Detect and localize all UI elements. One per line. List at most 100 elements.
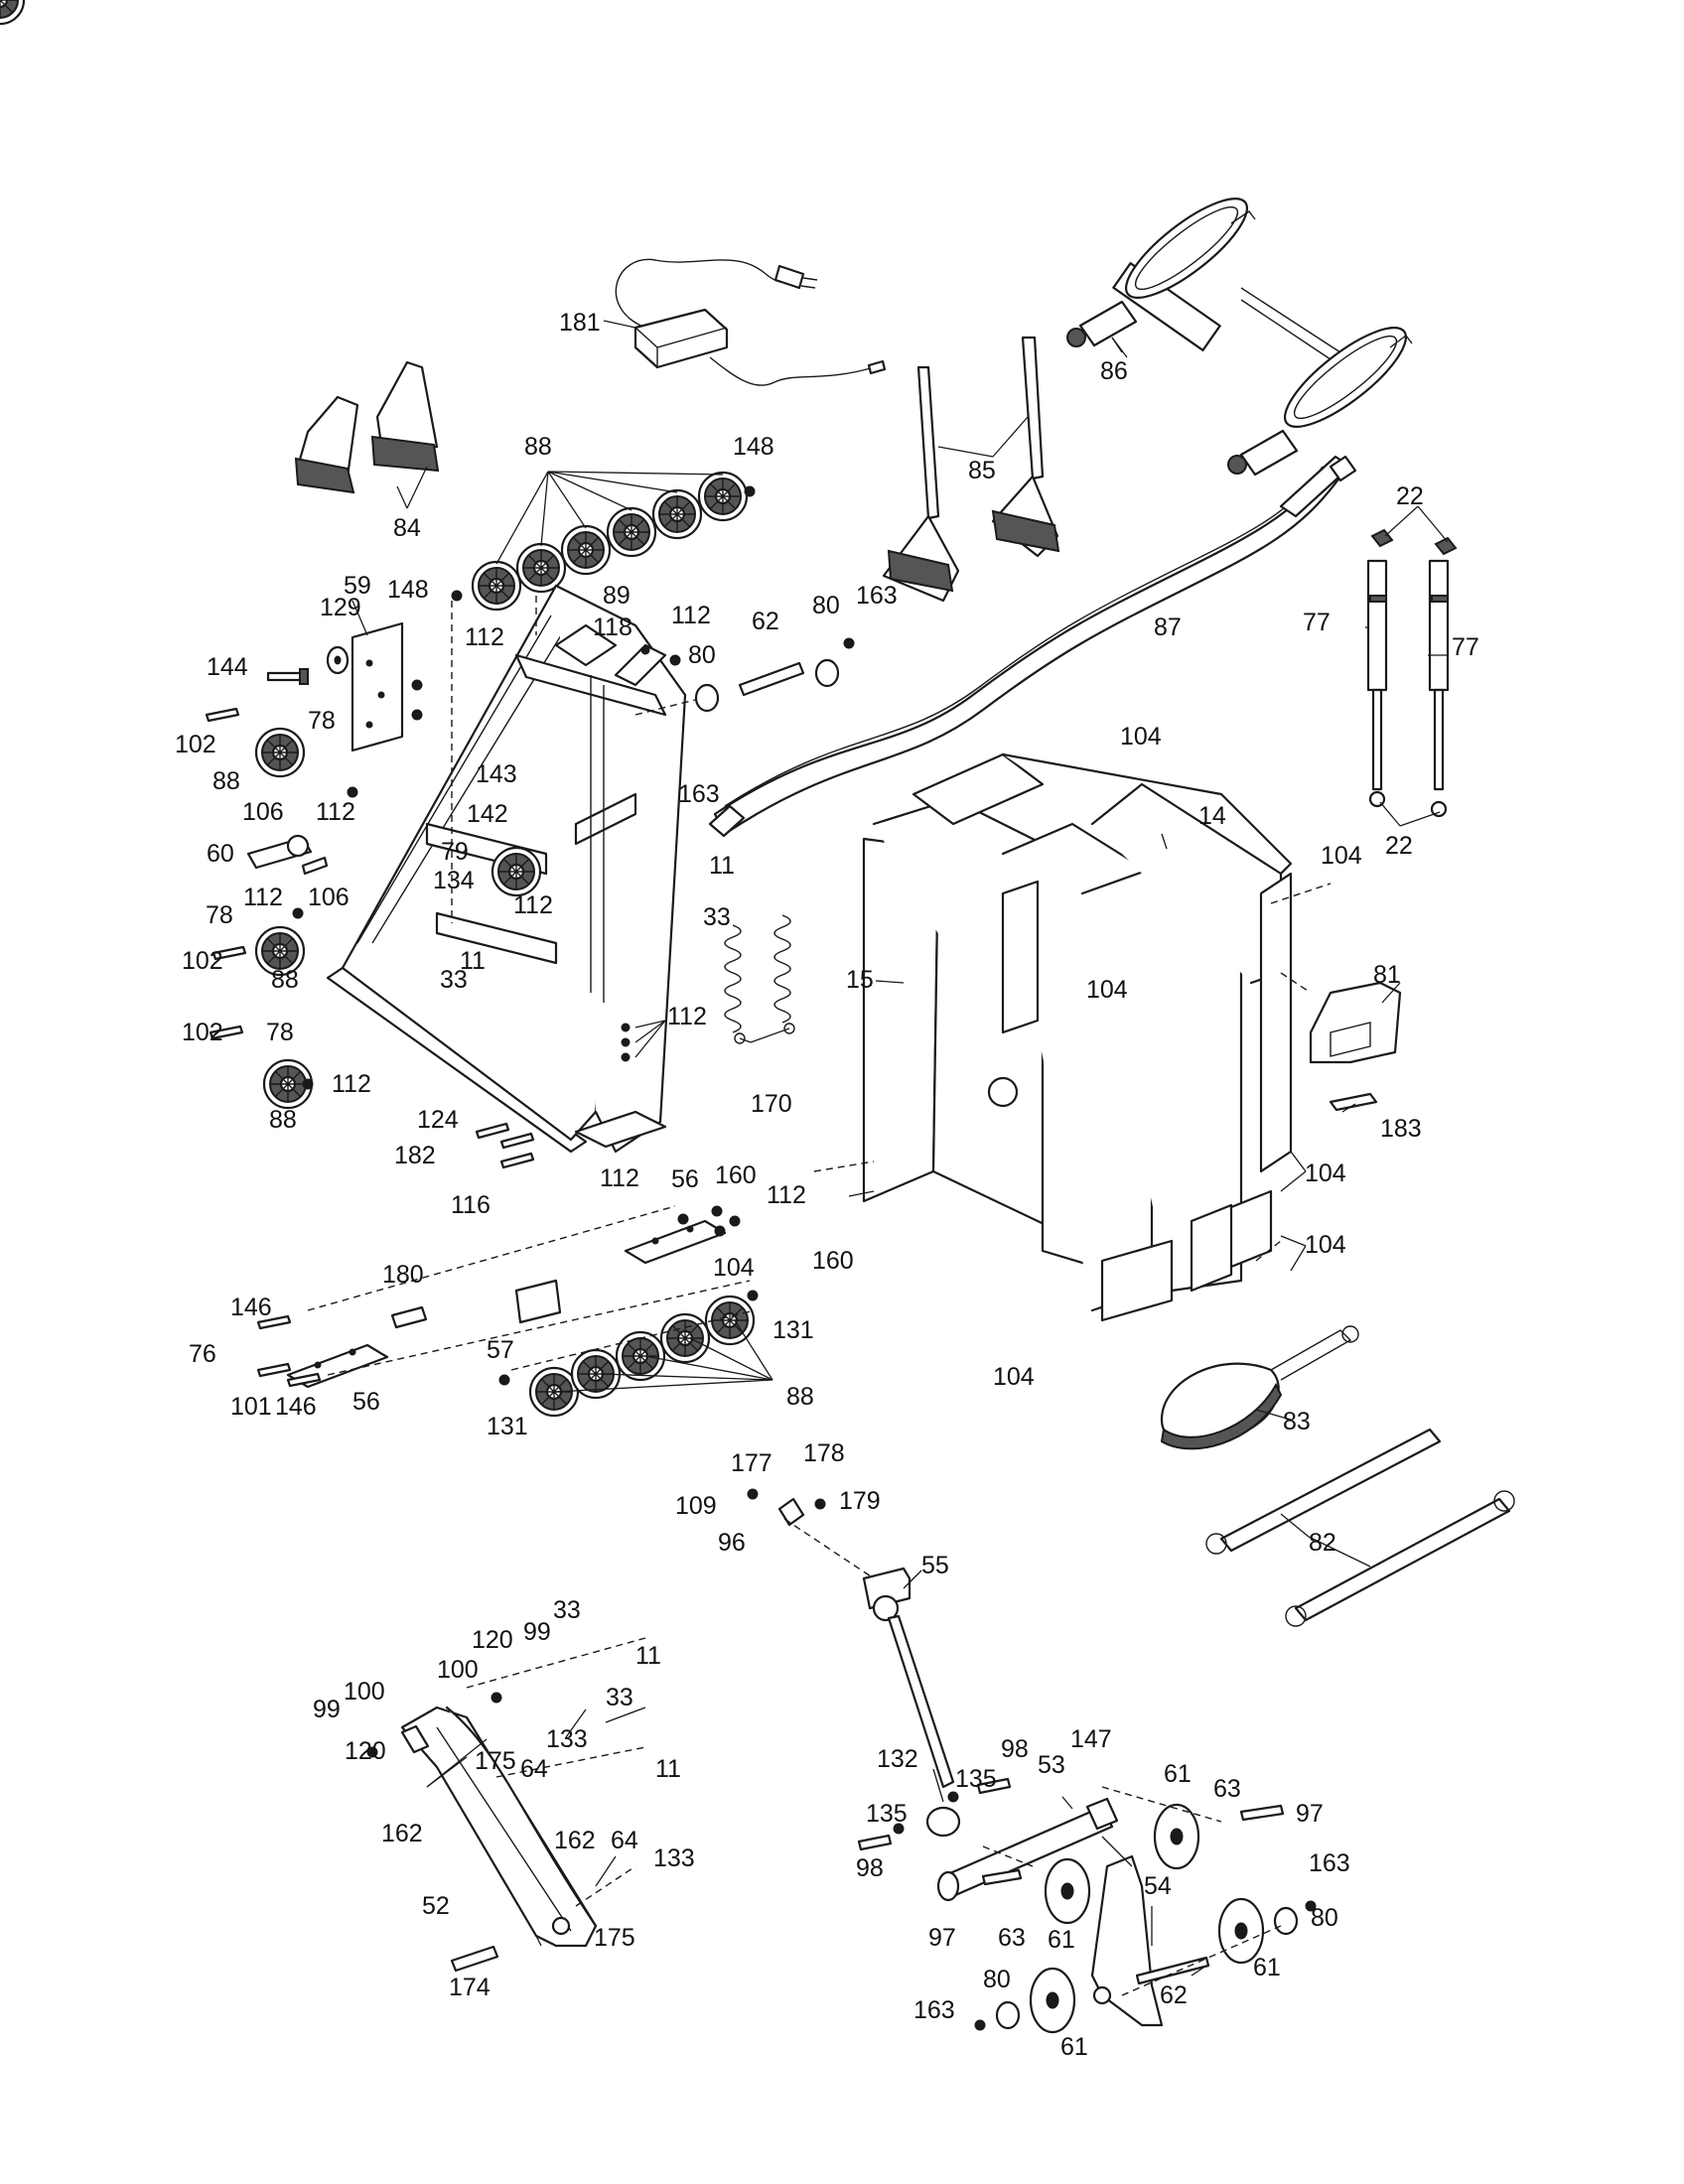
callout-label: 133 — [546, 1725, 588, 1753]
callout-label: 63 — [998, 1924, 1026, 1952]
callout-label: 162 — [381, 1820, 423, 1847]
callout-label: 106 — [242, 798, 284, 826]
callout-label: 77 — [1303, 609, 1331, 636]
callout-label: 118 — [593, 614, 632, 641]
handle-pair-84-drawing — [294, 360, 440, 494]
callout-label: 170 — [751, 1090, 792, 1118]
callout-label: 175 — [594, 1924, 635, 1952]
callout-label: 148 — [733, 433, 774, 461]
callout-label: 96 — [718, 1529, 746, 1557]
callout-label: 33 — [440, 966, 468, 994]
axle-180-drawing — [390, 1305, 428, 1329]
callout-label: 88 — [271, 966, 299, 994]
callout-label: 55 — [921, 1552, 949, 1579]
callout-label: 160 — [812, 1247, 854, 1275]
pad-183-drawing — [1329, 1092, 1378, 1112]
callout-label: 52 — [422, 1892, 450, 1920]
callout-label: 143 — [476, 760, 517, 788]
spacer-80-drawing — [694, 658, 1299, 2030]
callout-label: 64 — [611, 1827, 638, 1854]
crank-53-drawing — [936, 1797, 1119, 1902]
callout-label: 163 — [678, 780, 720, 808]
callout-label: 88 — [786, 1383, 814, 1411]
callout-label: 33 — [703, 903, 731, 931]
callout-label: 76 — [189, 1340, 216, 1368]
callout-label: 129 — [320, 594, 361, 621]
callout-label: 112 — [243, 884, 283, 911]
callout-label: 80 — [983, 1966, 1011, 1993]
callout-label: 87 — [1154, 614, 1182, 641]
callout-label: 11 — [635, 1642, 661, 1670]
callout-label: 104 — [1086, 976, 1128, 1004]
springs-170-drawing — [724, 914, 795, 1044]
callout-label: 144 — [207, 653, 248, 681]
callout-label: 112 — [767, 1181, 806, 1209]
callout-label: 33 — [553, 1596, 581, 1624]
callout-label: 86 — [1100, 357, 1128, 385]
callout-label: 62 — [752, 608, 779, 635]
callout-label: 63 — [1213, 1775, 1241, 1803]
callout-label: 80 — [812, 592, 840, 619]
callout-label: 88 — [524, 433, 552, 461]
callout-label: 78 — [308, 707, 336, 735]
callout-label: 82 — [1309, 1529, 1336, 1557]
callout-label: 62 — [1160, 1981, 1188, 2009]
gas-spring-77-left-drawing — [1366, 528, 1394, 808]
callout-label: 163 — [856, 582, 898, 610]
callout-label: 112 — [667, 1003, 707, 1030]
belt-87-drawing — [708, 455, 1357, 838]
callout-label: 89 — [603, 582, 631, 610]
disc-61c-drawing — [1217, 1897, 1265, 1965]
callout-label: 15 — [846, 966, 874, 994]
callout-label: 120 — [345, 1737, 386, 1765]
callout-label: 56 — [352, 1388, 380, 1416]
callout-label: 131 — [487, 1413, 528, 1440]
callout-label: 179 — [839, 1487, 881, 1515]
callout-label: 101 — [230, 1393, 272, 1421]
callout-label: 88 — [212, 767, 240, 795]
pin-174-drawing — [450, 1945, 499, 1973]
callout-label: 124 — [417, 1106, 459, 1134]
callout-label: 56 — [671, 1165, 699, 1193]
callout-label: 135 — [955, 1765, 997, 1793]
callout-label: 22 — [1385, 832, 1413, 860]
callout-label: 53 — [1038, 1751, 1065, 1779]
bracket-60-drawing — [246, 834, 329, 876]
callout-label: 178 — [803, 1439, 845, 1467]
callout-label: 61 — [1164, 1760, 1192, 1788]
callout-label: 112 — [316, 798, 355, 826]
callout-label: 60 — [207, 840, 234, 868]
callout-label: 57 — [487, 1336, 514, 1364]
callout-label: 88 — [269, 1106, 297, 1134]
callout-label: 83 — [1283, 1408, 1311, 1435]
callout-label: 163 — [913, 1996, 955, 2024]
callout-label: 61 — [1048, 1926, 1075, 1954]
callout-label: 33 — [606, 1684, 633, 1711]
callout-label: 97 — [1296, 1800, 1324, 1828]
axle-62a-drawing — [738, 661, 805, 697]
callout-label: 102 — [182, 947, 223, 975]
callout-label: 80 — [1311, 1904, 1338, 1932]
assembly-dash-lines — [307, 596, 1332, 1996]
callout-label: 104 — [713, 1254, 755, 1282]
bolt-144-drawing — [266, 668, 309, 685]
callout-label: 99 — [313, 1696, 341, 1723]
callout-label: 146 — [275, 1393, 317, 1421]
callout-label: 80 — [688, 641, 716, 669]
callout-label: 104 — [993, 1363, 1035, 1391]
callout-labels: 181 86 88 148 85 84 22 59 148 89 112 62 … — [175, 309, 1479, 2061]
cabinet-15-drawing — [862, 752, 1293, 1322]
callout-label: 112 — [671, 602, 711, 629]
callout-label: 175 — [475, 1747, 516, 1775]
leader-lines — [351, 320, 1449, 1977]
strap-handles-85-drawing — [882, 336, 1060, 603]
arm-55-drawing — [862, 1567, 955, 1789]
callout-label: 109 — [675, 1492, 717, 1520]
fasteners-drawing — [205, 485, 1317, 2031]
pulley-row-bottom-drawing — [528, 1295, 756, 1418]
callout-label: 22 — [1396, 482, 1424, 510]
callout-label: 104 — [1321, 842, 1362, 870]
cam-96-drawing — [777, 1497, 805, 1527]
callout-label: 146 — [230, 1294, 272, 1321]
callout-label: 116 — [451, 1191, 491, 1219]
